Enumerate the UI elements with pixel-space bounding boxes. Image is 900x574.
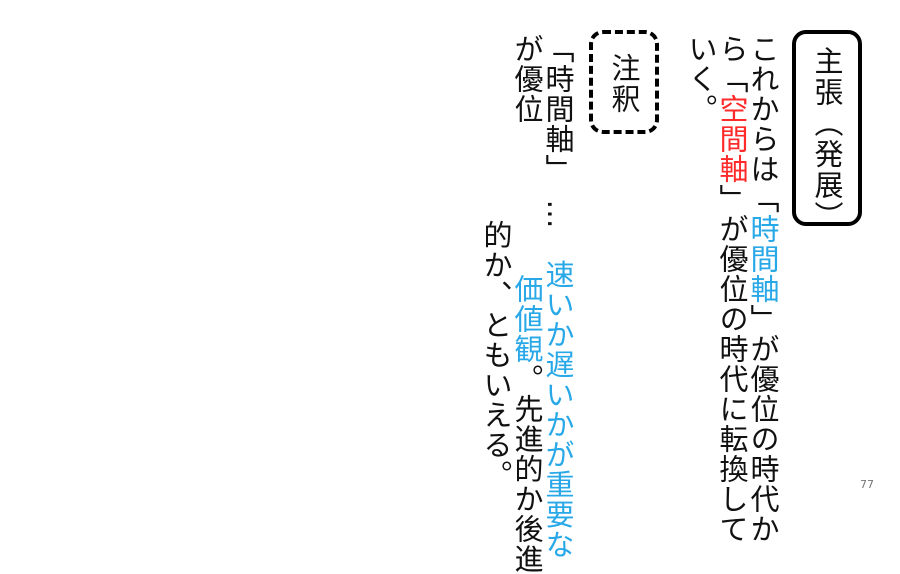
main-text-part: 」が優位の時代に転換して — [715, 184, 749, 544]
main-text-part: いく。 — [684, 34, 718, 124]
note-text-column-3: 的か、ともいえる。 — [479, 220, 513, 490]
note-text-part: 「時間軸」 … — [541, 34, 575, 260]
annotation-frame — [589, 30, 659, 134]
main-text-part: 」が優位の時代か — [746, 304, 780, 544]
annotation-label: 注釈 — [607, 53, 641, 115]
page-number: 77 — [860, 478, 874, 491]
main-text-column-2: ら「空間軸」が優位の時代に転換して — [715, 34, 749, 544]
note-text-spacer — [510, 124, 544, 274]
speed-values-highlight: 速いか遅いかが重要な — [541, 259, 575, 560]
main-text-part: ら「 — [715, 34, 749, 94]
main-claim-frame — [792, 30, 862, 226]
values-highlight: 価値観 — [510, 274, 544, 364]
main-claim-label: 主張（発展） — [810, 46, 844, 232]
main-text-part: これからは「 — [746, 34, 780, 214]
note-text-column-2: が優位 価値観。先進的か後進 — [510, 34, 544, 574]
note-text-part: 的か、ともいえる。 — [479, 220, 513, 490]
note-text-part: が優位 — [510, 34, 544, 124]
time-axis-highlight: 時間軸 — [746, 214, 780, 304]
note-text-column-1: 「時間軸」 … 速いか遅いかが重要な — [541, 34, 575, 560]
main-text-column-3: いく。 — [684, 34, 718, 124]
note-text-part: 。先進的か後進 — [510, 364, 544, 574]
space-axis-highlight: 空間軸 — [715, 94, 749, 184]
main-text-column-1: これからは「時間軸」が優位の時代か — [746, 34, 780, 544]
